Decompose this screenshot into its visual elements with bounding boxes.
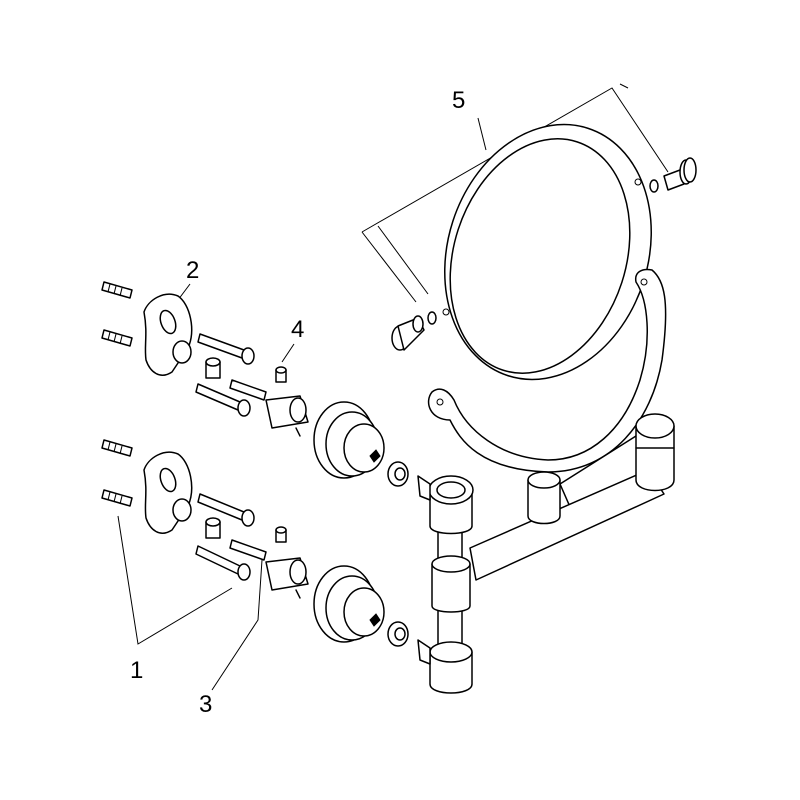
coupler-upper [265, 395, 309, 437]
pin-upper [229, 379, 267, 401]
callout-5: 5 [452, 87, 465, 114]
yoke-pivot [527, 471, 561, 525]
wall-bracket-upper [143, 293, 193, 376]
callout-1: 1 [130, 657, 143, 684]
coupler-lower [265, 557, 309, 599]
callout-2: 2 [186, 257, 199, 284]
mirror-yoke [427, 268, 667, 473]
leader-3 [211, 559, 263, 691]
pin-lower [229, 539, 267, 561]
vertical-column [417, 475, 474, 694]
spacer-lower [205, 517, 221, 539]
mirror-head [442, 123, 652, 381]
set-screw-upper [275, 366, 287, 383]
callout-4: 4 [291, 316, 304, 343]
swing-arm-upper [469, 435, 665, 581]
wall-anchor-upper-a [101, 281, 133, 299]
nut-lower [387, 621, 409, 647]
mirror-pivot-screw-right [649, 157, 697, 193]
wall-anchor-lower-b [101, 489, 133, 507]
wall-anchor-upper-b [101, 329, 133, 347]
callout-3: 3 [199, 691, 212, 718]
wall-bracket-lower [143, 451, 193, 534]
mirror-pivot-screw-left [391, 311, 437, 351]
rosette-lower [313, 565, 385, 643]
rosette-upper [313, 401, 385, 479]
leader-1 [117, 515, 233, 645]
set-screw-lower [275, 526, 287, 543]
leader-4 [281, 343, 295, 363]
screw-lower-a [197, 493, 255, 527]
arm-hinge-right [635, 413, 675, 492]
screw-lower-b [195, 545, 251, 581]
leader-5 [361, 83, 669, 303]
nut-upper [387, 461, 409, 487]
screw-upper-a [197, 333, 255, 365]
screw-upper-b [195, 383, 251, 417]
spacer-upper [205, 357, 221, 379]
wall-anchor-lower-a [101, 439, 133, 457]
